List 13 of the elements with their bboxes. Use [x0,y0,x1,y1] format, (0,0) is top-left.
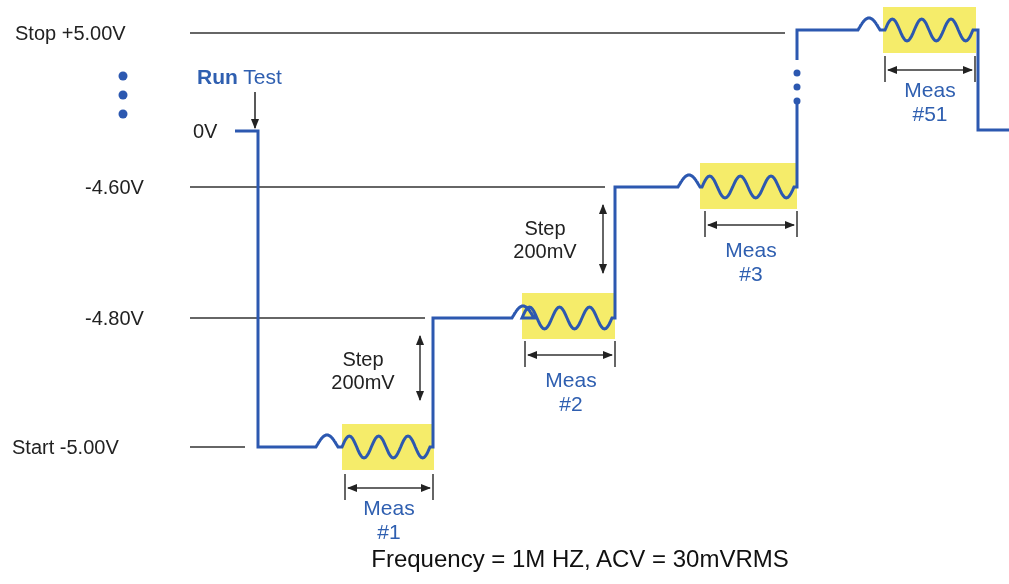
measurement-label: Meas #2 [544,368,598,416]
step-label: Step 200mV [330,348,396,394]
voltage-label: Start -5.00V [12,436,119,458]
voltage-label: Stop +5.00V [15,22,126,44]
voltage-label: -4.80V [85,307,144,329]
caption: Frequency = 1M HZ, ACV = 30mVRMS [370,548,790,570]
measurement-label: Meas #51 [903,78,957,126]
measurement-label: Meas #3 [724,238,778,286]
step-label: Step 200mV [512,217,578,263]
run-test-label: Run Test [197,66,282,88]
voltage-label: -4.60V [85,176,144,198]
voltage-label: 0V [193,120,218,142]
measurement-label: Meas #1 [362,496,416,544]
